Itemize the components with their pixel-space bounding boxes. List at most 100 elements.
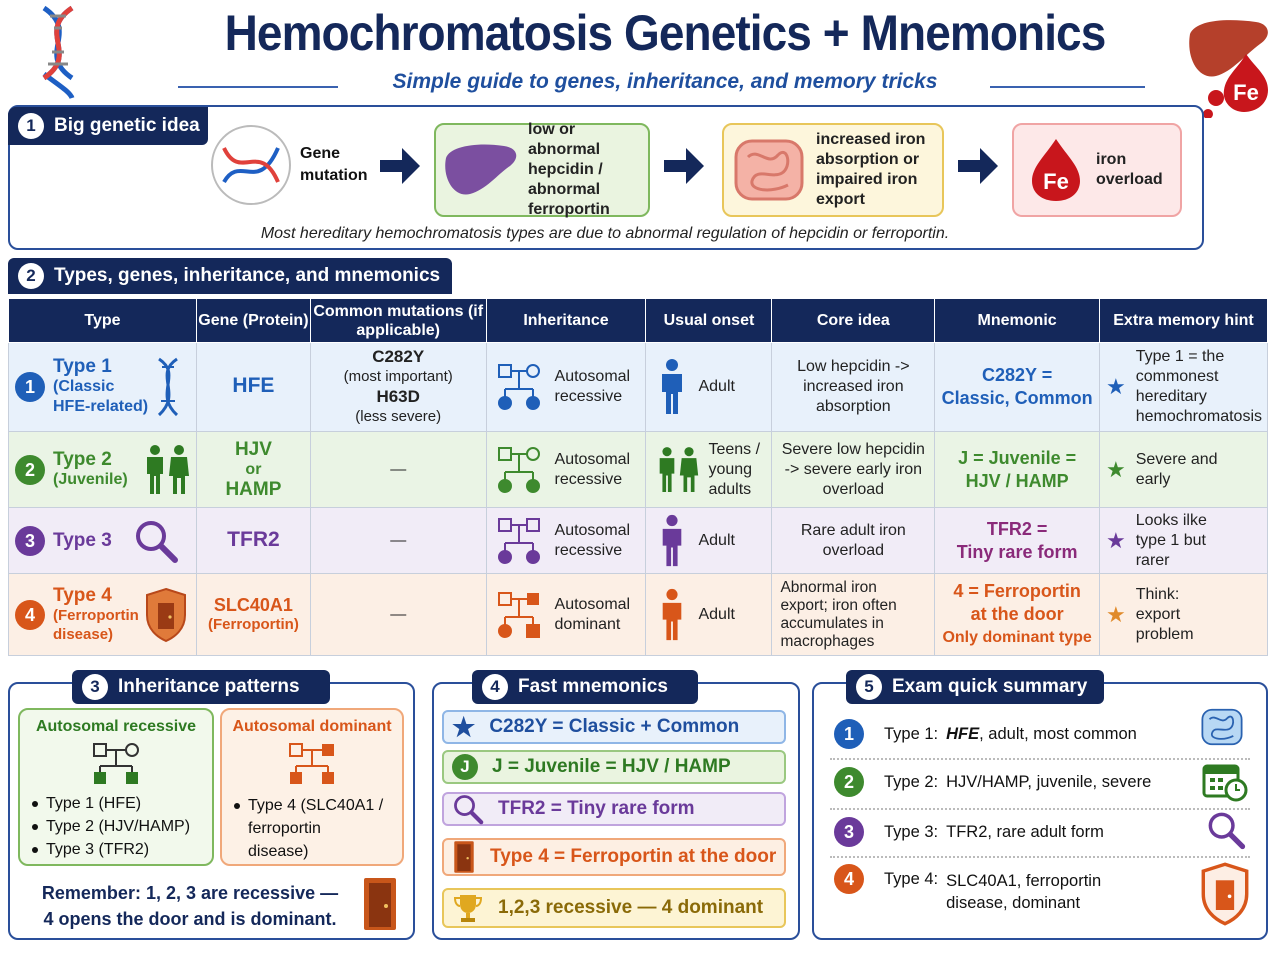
adult-person-icon: [662, 359, 683, 414]
liver-icon: [445, 144, 517, 195]
hint-text: Severe and early: [1135, 450, 1218, 488]
section4-header: 4 Fast mnemonics: [472, 670, 698, 704]
page-subtitle: Simple guide to genes, inheritance, and …: [392, 70, 938, 93]
type-cell: 2 Type 2 (Juvenile): [8, 431, 197, 508]
pedigree-icon: [497, 446, 540, 493]
mnemonic-cell: J = Juvenile = HJV / HAMP: [934, 431, 1100, 508]
list-item: Type 1 (HFE): [32, 792, 212, 815]
adult-person-icon: [663, 514, 682, 566]
mnemonic-line: at the door: [970, 604, 1064, 624]
flow-arrow-3: [958, 148, 998, 184]
fe-label: Fe: [1233, 80, 1259, 105]
col-header: Usual onset: [645, 298, 773, 343]
flow-text-gene-mutation: Gene mutation: [300, 145, 368, 184]
dna-circle-icon: [211, 125, 291, 205]
star-icon: ★: [1105, 527, 1126, 553]
pedigree-icon: [497, 364, 540, 410]
mnemonic-line: J = Juvenile =: [958, 447, 1077, 468]
type-name: Type 2: [53, 448, 112, 470]
gene-cell: HJV or HAMP: [195, 431, 311, 508]
hint-cell: ★ Type 1 = the commonest hereditary hemo…: [1098, 342, 1269, 432]
star-icon: ★: [1105, 456, 1126, 482]
col-header: Core idea: [771, 298, 936, 343]
summary-row: 3 Type 3: TFR2, rare adult form: [834, 814, 1254, 850]
hint-text: Looks ilke type 1 but rarer: [1135, 511, 1207, 569]
pedigree-recessive-icon: [93, 743, 139, 784]
summary-text: , adult, most common: [979, 724, 1137, 743]
type-cell: 1 Type 1 (Classic HFE-related): [8, 342, 197, 432]
type-name: Type 1: [53, 356, 112, 377]
hint-text: Think: export problem: [1135, 585, 1194, 643]
summary-label: Type 2:: [884, 772, 939, 791]
mnemonic-item: Type 4 = Ferroportin at the door: [442, 838, 786, 876]
gene-name-alt: HAMP: [225, 478, 282, 500]
onset-text: Adult: [698, 605, 735, 623]
summary-text: TFR2, rare adult form: [946, 822, 1104, 841]
summary-text: SLC40A1, ferroportin: [946, 872, 1102, 890]
col-header: Inheritance: [485, 298, 647, 343]
type-number: 2: [15, 454, 45, 485]
list-item: Type 4 (SLC40A1 / ferroportin disease): [234, 794, 384, 863]
divider: [830, 758, 1250, 760]
summary-label: Type 1:: [884, 724, 939, 743]
summary-number: 3: [834, 817, 864, 847]
mnemonic-line: 4 = Ferroportin: [953, 581, 1081, 601]
core-idea-cell: Abnormal iron export; iron often accumul…: [771, 573, 936, 656]
table-header-row: Type Gene (Protein) Common mutations (if…: [8, 298, 1269, 343]
section1-number: 1: [18, 113, 44, 139]
section3-title: Inheritance patterns: [118, 676, 300, 697]
core-idea-text: Low hepcidin -> increased iron absorptio…: [797, 358, 910, 415]
flow-text-iron-overload: iron overload: [1096, 151, 1163, 188]
mnemonic-line: C282Y =: [982, 365, 1053, 385]
intestine-icon: [1201, 708, 1243, 746]
pedigree-dominant-icon: [289, 743, 334, 784]
type-sub: (Ferroportin disease): [53, 606, 139, 643]
section5-title: Exam quick summary: [892, 676, 1088, 697]
table-row: 1 Type 1 (Classic HFE-related) HFE C282Y…: [8, 342, 1269, 432]
subtitle-rule-right: [990, 86, 1145, 88]
young-people-icon: [660, 446, 699, 492]
section5-number: 5: [856, 674, 882, 700]
gene-cell: TFR2: [195, 507, 311, 574]
remember-line-1: Remember: 1, 2, 3 are recessive —: [41, 883, 339, 903]
flow-gene-mutation: Gene mutation: [210, 125, 380, 205]
onset-text: Adult: [698, 531, 735, 549]
inheritance-text: Autosomal recessive: [554, 450, 631, 488]
inheritance-cell: Autosomal dominant: [485, 573, 647, 656]
mnemonic-item: 1,2,3 recessive — 4 dominant: [442, 888, 786, 928]
fe-drop-label: Fe: [1043, 169, 1069, 194]
list-item: Type 3 (TFR2): [32, 838, 212, 861]
mutation-secondary: H63D: [376, 387, 420, 406]
mutation-cell: —: [309, 507, 487, 574]
type-cell: 3 Type 3: [8, 507, 197, 574]
shield-door-icon: [146, 587, 186, 642]
mnemonic-text: 1,2,3 recessive — 4 dominant: [498, 897, 764, 918]
flow-arrow-1: [380, 148, 420, 184]
core-idea-text: Abnormal iron export; iron often accumul…: [780, 578, 897, 650]
section1-title: Big genetic idea: [54, 115, 200, 136]
inheritance-cell: Autosomal recessive: [485, 431, 647, 508]
mnemonic-cell: C282Y = Classic, Common: [934, 342, 1100, 432]
list-item: Type 2 (HJV/HAMP): [32, 815, 212, 838]
hint-text: Type 1 = the commonest hereditary hemoch…: [1135, 348, 1262, 425]
liver-blood-icon: Fe: [1189, 20, 1268, 118]
section3-number: 3: [82, 674, 108, 700]
summary-row: 1 Type 1: HFE , adult, most common: [834, 716, 1254, 752]
table-row: 4 Type 4 (Ferroportin disease) SLC40A1 (…: [8, 573, 1269, 656]
gene-name: SLC40A1: [213, 594, 293, 615]
core-idea-cell: Rare adult iron overload: [771, 507, 936, 574]
section5-header: 5 Exam quick summary: [846, 670, 1104, 704]
mutation-cell: C282Y (most important) H63D (less severe…: [309, 342, 487, 432]
dominant-box: Autosomal dominant Type 4 (SLC40A1 / fer…: [220, 708, 404, 866]
summary-row: 4 Type 4: SLC40A1, ferroportin disease, …: [834, 864, 1194, 914]
intestine-icon: [734, 139, 804, 201]
remember-line-2: 4 opens the door and is dominant.: [43, 909, 337, 929]
summary-gene: HFE: [946, 724, 980, 743]
mnemonic-item: TFR2 = Tiny rare form: [442, 792, 786, 826]
hint-cell: ★ Looks ilke type 1 but rarer: [1098, 507, 1269, 574]
flow-hepcidin-box: low or abnormal hepcidin / abnormal ferr…: [434, 121, 650, 218]
flow-text-absorption: increased iron absorption or impaired ir…: [816, 131, 926, 208]
gene-name: TFR2: [227, 527, 280, 551]
summary-label: Type 3:: [884, 822, 939, 841]
hint-cell: ★ Think: export problem: [1098, 573, 1269, 656]
